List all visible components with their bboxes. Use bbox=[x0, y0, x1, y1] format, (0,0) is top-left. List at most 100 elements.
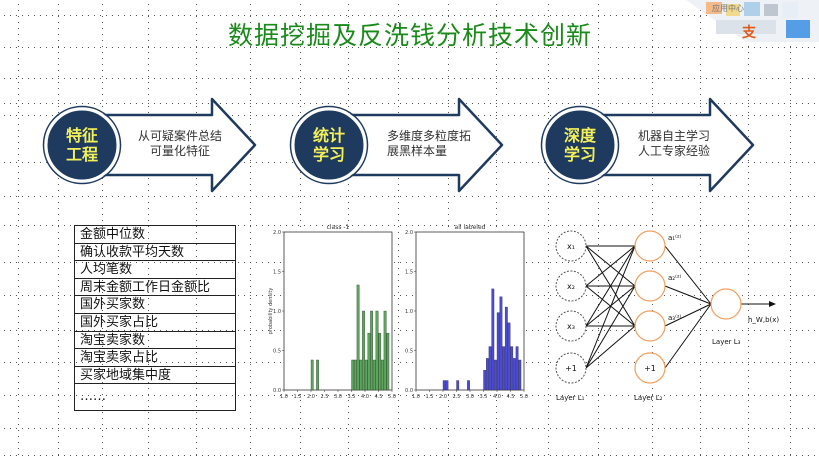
nn-edge bbox=[585, 325, 636, 369]
stage-description: 从可疑案件总结 可量化特征 bbox=[130, 129, 230, 159]
chart-title: all labeled bbox=[455, 224, 486, 231]
x-tick-label: 3.5 bbox=[480, 394, 488, 400]
histogram-bar bbox=[515, 346, 519, 391]
nn-edge bbox=[585, 245, 636, 327]
y-tick-label: 1.5 bbox=[273, 270, 281, 276]
nn-hidden-node bbox=[634, 310, 666, 342]
stage-desc-line1: 机器自主学习 bbox=[638, 129, 711, 143]
x-tick-label: 1.0 bbox=[280, 394, 288, 400]
histogram-bar bbox=[456, 380, 460, 391]
nn-hidden-node bbox=[634, 352, 666, 384]
layer-label-1: Layer L₁ bbox=[556, 394, 585, 402]
histogram-bar bbox=[502, 346, 505, 391]
x-tick-label: 1.0 bbox=[412, 394, 420, 400]
nn-edge bbox=[585, 245, 636, 287]
nn-edge bbox=[585, 245, 636, 369]
histogram-bar bbox=[510, 346, 514, 391]
nn-edge bbox=[664, 285, 712, 305]
histogram-bar bbox=[507, 322, 511, 391]
y-axis-label: probability density bbox=[268, 288, 274, 335]
histogram-bar bbox=[483, 370, 487, 391]
stage-desc-line2: 人工专家经验 bbox=[638, 144, 711, 158]
histogram-bar bbox=[504, 306, 508, 391]
histogram-bar bbox=[359, 359, 363, 391]
stage-name-line2: 学习 bbox=[312, 145, 345, 164]
chart-title: class -1 bbox=[327, 224, 350, 231]
histogram-bar bbox=[383, 310, 387, 391]
stage-name-line1: 统计 bbox=[312, 126, 345, 145]
nn-edge bbox=[664, 303, 712, 369]
x-tick-label: 5.0 bbox=[388, 394, 396, 400]
nn-input-label: x₁ bbox=[567, 242, 575, 251]
stage-name-line1: 特征 bbox=[65, 126, 98, 145]
nn-hidden-label: +1 bbox=[644, 364, 656, 373]
x-tick-label: 5.0 bbox=[520, 394, 528, 400]
stage-desc-line2: 展黑样本量 bbox=[387, 144, 448, 158]
histogram-bar bbox=[488, 346, 492, 391]
histogram-bar bbox=[442, 380, 446, 391]
histogram-bar bbox=[494, 359, 497, 391]
nn-input-label: +1 bbox=[565, 364, 577, 373]
feature-list-table: 金额中位数确认收款平均天数人均笔数周末金额工作日金额比国外买家数国外买家占比淘宝… bbox=[74, 225, 236, 412]
nn-input-node bbox=[555, 270, 587, 302]
feature-row: 国外买家占比 bbox=[75, 314, 235, 332]
x-tick-label: 4.0 bbox=[493, 394, 501, 400]
y-tick-label: 2.0 bbox=[273, 230, 281, 236]
stage-feature-engineering: 特征 工程 从可疑案件总结 可量化特征 bbox=[40, 97, 260, 193]
histogram-bar bbox=[486, 358, 489, 391]
x-tick-label: 4.0 bbox=[361, 394, 369, 400]
x-tick-label: 1.5 bbox=[294, 394, 302, 400]
histogram-bar bbox=[518, 359, 522, 391]
nn-edge bbox=[664, 245, 712, 305]
y-tick-label: 2.0 bbox=[405, 230, 413, 236]
histogram-bar bbox=[467, 380, 470, 391]
histogram-bar bbox=[378, 332, 382, 391]
stage-arrow bbox=[289, 97, 504, 193]
histogram-bar bbox=[354, 359, 357, 391]
x-tick-label: 4.5 bbox=[507, 394, 515, 400]
layer-label-2: Layer L₂ bbox=[634, 394, 663, 402]
corner-zhi-label: 支 bbox=[742, 25, 756, 41]
nn-output-node bbox=[710, 288, 742, 320]
y-tick-label: 0.5 bbox=[273, 349, 281, 355]
stage-description: 机器自主学习 人工专家经验 bbox=[638, 129, 710, 159]
stage-name-line2: 工程 bbox=[65, 145, 98, 164]
nn-hidden-node bbox=[634, 230, 666, 262]
histogram-class-minus-1: class -1 probability density 0.0 0.5 1.0 1.5 2… bbox=[268, 224, 396, 400]
stage-name: 特征 工程 bbox=[52, 126, 112, 164]
histogram-bar bbox=[386, 332, 390, 391]
nn-output-label: h_W,b(x) bbox=[748, 316, 779, 324]
stage-description: 多维度多粒度拓 展黑样本量 bbox=[387, 129, 471, 159]
y-tick-label: 0.0 bbox=[273, 388, 281, 394]
nn-hidden-node bbox=[634, 270, 666, 302]
histogram-bar bbox=[362, 310, 365, 391]
histogram-bar bbox=[513, 358, 516, 391]
histogram-bar bbox=[367, 332, 371, 391]
feature-row: …… bbox=[80, 389, 106, 405]
nn-edge bbox=[664, 303, 712, 327]
feature-row: 淘宝卖家数 bbox=[75, 332, 235, 350]
x-tick-label: 2.0 bbox=[307, 394, 315, 400]
stage-statistical-learning: 统计 学习 多维度多粒度拓 展黑样本量 bbox=[287, 97, 507, 193]
x-tick-label: 3.0 bbox=[466, 394, 474, 400]
stage-desc-line1: 多维度多粒度拓 bbox=[387, 129, 472, 143]
nn-hidden-label: a₁⁽²⁾ bbox=[668, 234, 682, 242]
histogram-bar bbox=[375, 310, 379, 391]
histogram-bar bbox=[445, 380, 449, 391]
histogram-bar bbox=[491, 288, 495, 391]
y-tick-label: 1.0 bbox=[405, 309, 413, 315]
nn-hidden-label: a₃⁽²⁾ bbox=[668, 314, 682, 322]
histogram-bar bbox=[316, 359, 319, 391]
feature-row: 周末金额工作日金额比 bbox=[75, 279, 235, 297]
nn-input-node bbox=[555, 310, 587, 342]
page-title: 数据挖掘及反洗钱分析技术创新 bbox=[227, 21, 592, 50]
stage-name: 统计 学习 bbox=[299, 126, 359, 164]
feature-row: 人均笔数 bbox=[75, 261, 235, 279]
feature-row: 确认收款平均天数 bbox=[75, 244, 235, 262]
feature-row: 淘宝卖家占比 bbox=[75, 349, 235, 367]
nn-hidden-label: a₂⁽²⁾ bbox=[668, 274, 682, 282]
histogram-bar bbox=[496, 312, 500, 391]
histogram-bar bbox=[310, 359, 314, 391]
y-tick-label: 0.0 bbox=[405, 388, 413, 394]
